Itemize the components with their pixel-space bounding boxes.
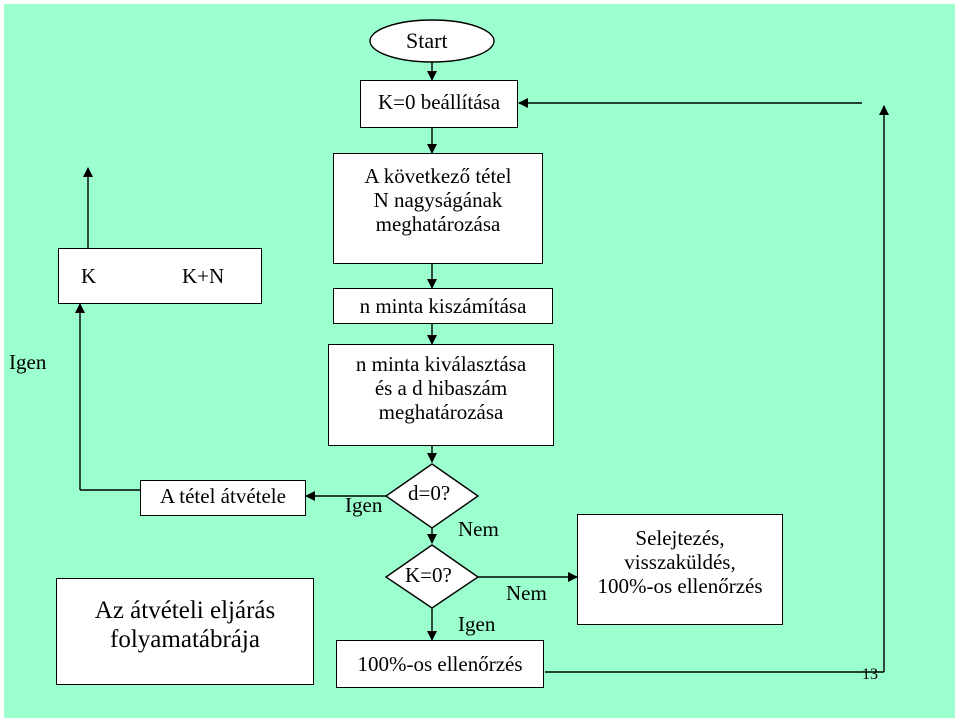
lot-accept-box: A tétel átvétele: [140, 480, 306, 516]
start-label: Start: [406, 28, 448, 53]
next-lot-line-1: A következő tétel: [364, 164, 512, 188]
next-lot-line-2: N nagyságának: [373, 187, 503, 212]
decision-d-yes-label: Igen: [345, 493, 383, 517]
decision-k-no-label: Nem: [506, 581, 547, 605]
k-update-box: K K+N: [58, 248, 262, 304]
page-number: 13: [862, 666, 878, 683]
lot-accept-label: A tétel átvétele: [160, 484, 286, 508]
next-lot-box: A következő tétel N nagyságának meghatár…: [333, 153, 543, 264]
sample-calc-box: n minta kiszámítása: [333, 288, 553, 324]
sample-select-line-1: n minta kiválasztása: [355, 352, 527, 376]
k-reset-label: K=0 beállítása: [377, 90, 501, 114]
reject-line-3: 100%-os ellenőrzés: [597, 573, 763, 598]
sample-select-box: n minta kiválasztása és a d hibaszám meg…: [328, 344, 554, 446]
sample-select-line-2: és a d hibaszám: [374, 375, 508, 400]
next-lot-line-3: meghatározása: [375, 211, 501, 236]
k-update-right: K+N: [182, 264, 225, 288]
title-box: Az átvételi eljárás folyamatábrája: [56, 578, 314, 685]
decision-k-yes-label: Igen: [458, 612, 496, 636]
title-line-1: Az átvételi eljárás: [94, 597, 276, 624]
decision-d-no-label: Nem: [458, 517, 499, 541]
reject-line-2: visszaküldés,: [624, 549, 736, 574]
reject-line-1: Selejtezés,: [635, 526, 725, 550]
title-line-2: folyamatábrája: [110, 625, 260, 653]
full-inspection-label: 100%-os ellenőrzés: [357, 652, 523, 676]
decision-d-label: d=0?: [408, 481, 451, 505]
sample-calc-label: n minta kiszámítása: [359, 294, 527, 318]
reject-box: Selejtezés, visszaküldés, 100%-os ellenő…: [577, 514, 783, 625]
decision-k-label: K=0?: [405, 563, 452, 587]
full-inspection-box: 100%-os ellenőrzés: [336, 640, 544, 688]
k-reset-box: K=0 beállítása: [360, 80, 518, 128]
sample-select-line-3: meghatározása: [378, 399, 504, 424]
k-update-left: K: [81, 264, 97, 288]
left-yes-label: Igen: [9, 350, 47, 374]
